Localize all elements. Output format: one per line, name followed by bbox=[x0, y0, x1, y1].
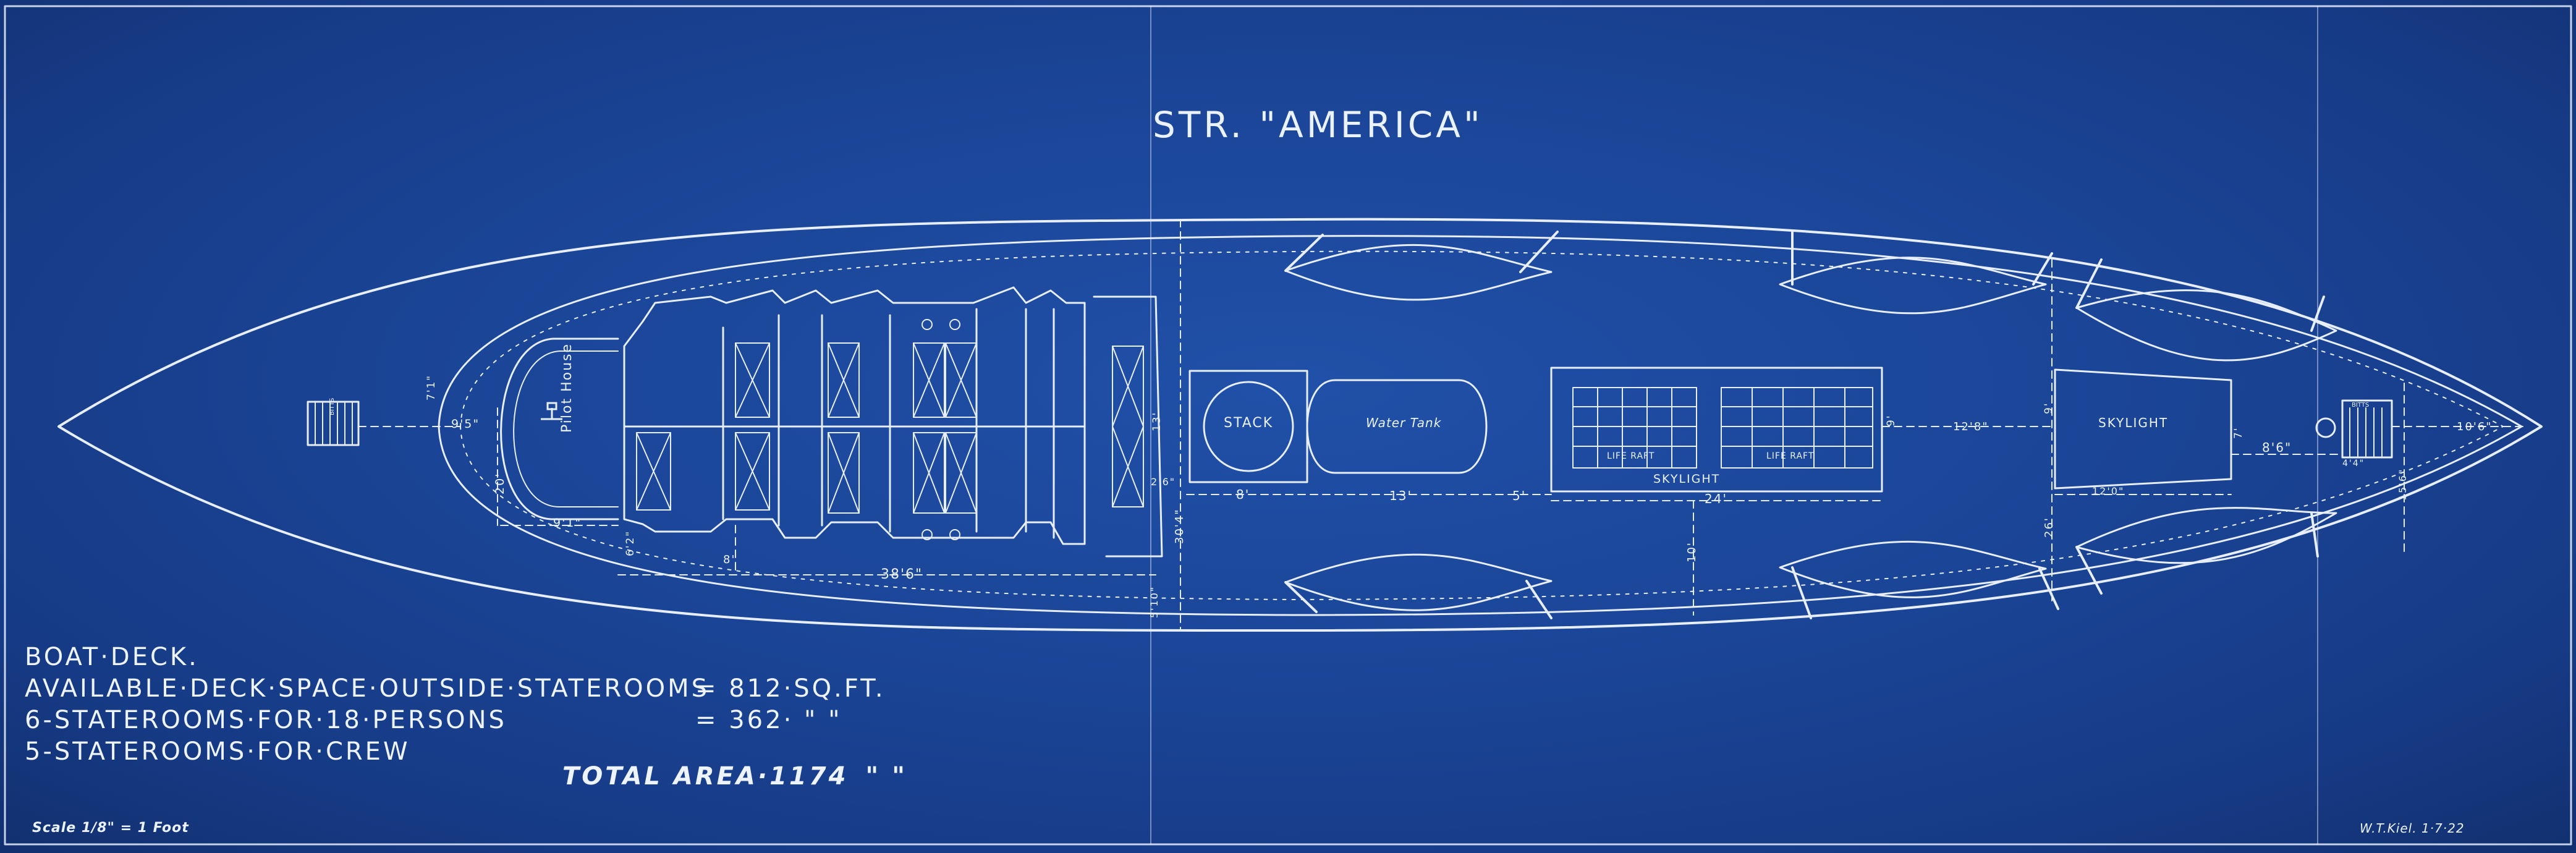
lifeboat-port-3 bbox=[2075, 289, 2337, 362]
dim-5: 5' bbox=[1512, 488, 1527, 503]
dim-12-0: 12'0" bbox=[2092, 485, 2125, 497]
label-bitts-aft: BITTS bbox=[2352, 402, 2370, 409]
dim-10: 10' bbox=[1685, 541, 1698, 562]
label-life-raft-1: LIFE RAFT bbox=[1607, 451, 1655, 461]
stateroom-block bbox=[623, 286, 1086, 545]
draftsman-signature: W.T.Kiel. 1·7·22 bbox=[2360, 821, 2465, 836]
life-raft-1-frame bbox=[1572, 387, 1697, 469]
drawing-scale: Scale 1/8" = 1 Foot bbox=[32, 820, 189, 836]
forward-stair-treads bbox=[315, 402, 353, 444]
lifeboat-port-1 bbox=[1284, 244, 1553, 301]
pilot-house-outline bbox=[500, 337, 619, 520]
dim-13: 13' bbox=[1151, 411, 1163, 431]
dim-5-10: 5'10" bbox=[1148, 585, 1160, 618]
aft-stairs bbox=[2341, 399, 2393, 459]
drawing-title: STR. "AMERICA" bbox=[1153, 104, 1483, 146]
stack-circle bbox=[1203, 381, 1294, 472]
legend-row: 5-STATEROOMS·FOR·CREW bbox=[25, 737, 410, 766]
dim-8: 8' bbox=[723, 553, 736, 566]
dim-10-6: 10'6" bbox=[2457, 420, 2493, 433]
dimension-lines bbox=[358, 219, 2528, 631]
label-aft-skylight: SKYLIGHT bbox=[2098, 415, 2169, 430]
dim-12-8: 12'8" bbox=[1953, 420, 1989, 433]
water-tank-outline bbox=[1306, 379, 1488, 474]
total-area: TOTAL AREA·1174 " " bbox=[562, 762, 907, 791]
dim-30-4: 30'4" bbox=[1173, 508, 1186, 544]
label-water-tank: Water Tank bbox=[1366, 415, 1442, 430]
deck-legend: BOAT·DECK. AVAILABLE·DECK·SPACE·OUTSIDE·… bbox=[25, 642, 886, 768]
label-skylight-rafts: SKYLIGHT bbox=[1653, 472, 1721, 486]
dim-4-4: 4'4" bbox=[2342, 459, 2365, 469]
sheet-border bbox=[4, 5, 2572, 846]
aft-stateroom bbox=[1093, 295, 1163, 558]
dim-13b: 13' bbox=[1389, 488, 1412, 503]
dim-6-2: 6'2" bbox=[624, 530, 637, 556]
label-life-raft-2: LIFE RAFT bbox=[1766, 451, 1815, 461]
skylight-with-rafts bbox=[1550, 367, 1883, 493]
lifeboats bbox=[1284, 244, 2337, 611]
stateroom-berths bbox=[636, 319, 1144, 540]
davits bbox=[1284, 231, 2325, 619]
label-bitts-forward: BITTS bbox=[329, 397, 336, 415]
forward-stairs bbox=[307, 401, 360, 446]
dim-26: 26' bbox=[2043, 517, 2056, 538]
lifeboat-stbd-2 bbox=[1779, 540, 2047, 598]
dim-9-5: 9'5" bbox=[451, 417, 480, 431]
dim-38-6: 38'6" bbox=[881, 567, 923, 582]
dim-7-1: 7'1" bbox=[425, 374, 438, 401]
dim-9-1: 9'1" bbox=[553, 516, 582, 530]
dim-8b: 8' bbox=[1236, 487, 1250, 502]
hull-outer-outline bbox=[57, 218, 2543, 632]
life-raft-2-frame bbox=[1721, 387, 1873, 469]
aft-skylight-outline bbox=[2054, 368, 2232, 490]
dim-24: 24' bbox=[1705, 491, 1727, 506]
legend-row: AVAILABLE·DECK·SPACE·OUTSIDE·STATEROOMS … bbox=[25, 674, 886, 703]
dim-9b: 9' bbox=[2043, 402, 2055, 415]
dim-9: 9' bbox=[1885, 414, 1897, 427]
legend-row: 6-STATEROOMS·FOR·18·PERSONS = 362· " " bbox=[25, 706, 842, 734]
dim-8-6: 8'6" bbox=[2262, 440, 2292, 455]
label-stack: STACK bbox=[1224, 415, 1274, 431]
lifeboat-port-2 bbox=[1779, 257, 2047, 315]
helm-icon bbox=[541, 402, 562, 420]
lifeboat-stbd-1 bbox=[1284, 553, 1553, 611]
life-raft-grids bbox=[1572, 387, 1873, 469]
dim-15-6: 15'6" bbox=[2397, 468, 2409, 501]
aft-capstan bbox=[2315, 417, 2336, 438]
label-pilot-house: Pilot House bbox=[559, 342, 575, 433]
legend-deck-name: BOAT·DECK. bbox=[25, 643, 199, 671]
dim-7: 7' bbox=[2232, 426, 2245, 439]
dim-2-6: 2'6" bbox=[1151, 476, 1176, 488]
dim-20: 20' bbox=[493, 472, 507, 494]
lifeboat-stbd-3 bbox=[2075, 507, 2337, 564]
